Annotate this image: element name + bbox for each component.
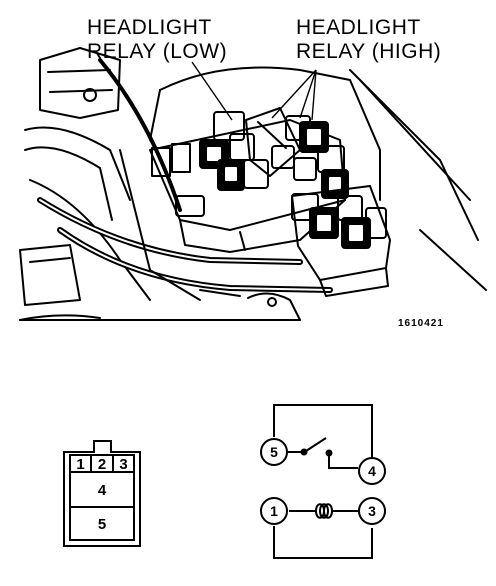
terminal-3: 3 — [368, 503, 376, 519]
leader-lines — [191, 61, 317, 121]
figure-code: 1610421 — [398, 318, 444, 329]
engine-bay-illustration — [19, 47, 487, 321]
relay-low-label-line1: HEADLIGHT — [87, 16, 212, 39]
relay-low-label-line2: RELAY (LOW) — [87, 40, 227, 63]
relay-high-label-line2: RELAY (HIGH) — [296, 40, 441, 63]
relay-schematic — [260, 404, 386, 559]
connector-pin-5: 5 — [98, 516, 106, 533]
terminal-1: 1 — [270, 503, 278, 519]
connector-pin-4: 4 — [98, 482, 107, 499]
connector-pin-3: 3 — [119, 456, 127, 473]
connector-pin-1: 1 — [76, 456, 84, 473]
terminal-5: 5 — [270, 444, 278, 460]
terminal-4: 4 — [368, 463, 376, 479]
relay-connector-pinout — [63, 440, 141, 547]
relay-high-label-line1: HEADLIGHT — [296, 16, 421, 39]
connector-pin-2: 2 — [98, 456, 106, 473]
